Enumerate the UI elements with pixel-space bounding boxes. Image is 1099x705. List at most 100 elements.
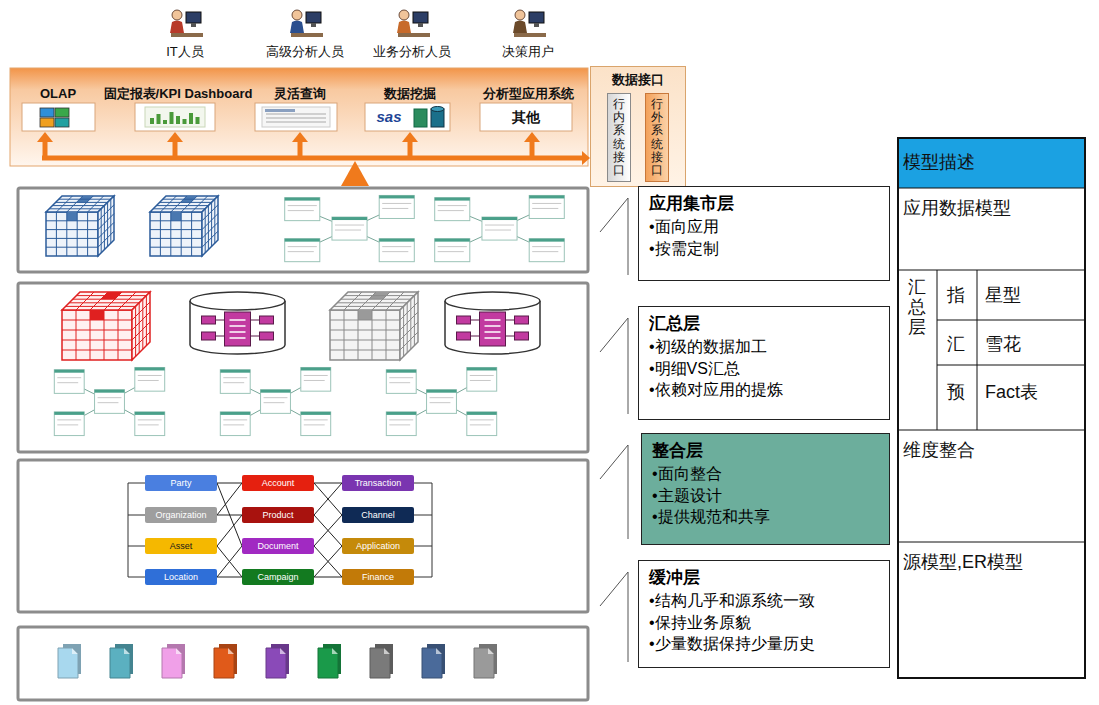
- user-icon: [513, 10, 546, 37]
- er-bracket: [432, 483, 433, 577]
- er-bracket: [128, 515, 146, 516]
- cylinder-item: [457, 316, 471, 324]
- app-title: 固定报表/KPI Dashboard: [83, 86, 273, 102]
- cylinder-item: [260, 332, 274, 340]
- schema-row: [382, 246, 411, 247]
- cube-grid: [344, 310, 345, 360]
- schema-table: [135, 367, 165, 391]
- schema-row: [288, 246, 317, 247]
- monitor-stand: [311, 23, 316, 27]
- relation-line: [314, 546, 342, 577]
- cube-side: [132, 292, 150, 360]
- schema-table: [301, 367, 331, 391]
- file-front: [162, 648, 182, 678]
- schema-row: [532, 246, 561, 247]
- label-box: 预: [947, 380, 975, 404]
- app-frame: [255, 103, 337, 131]
- file-front: [266, 648, 286, 678]
- flow-arrowhead: [582, 151, 590, 165]
- schema-row: [335, 230, 361, 231]
- schema-row: [57, 419, 81, 420]
- cube-grid: [330, 340, 400, 341]
- cube-grid: [139, 303, 140, 353]
- schema-row: [532, 251, 558, 252]
- table-cell: 雪花: [985, 332, 1081, 356]
- desk: [514, 33, 546, 37]
- cube-grid: [90, 292, 108, 310]
- cube-grid: [400, 322, 418, 340]
- schema-table: [332, 217, 367, 240]
- er-bracket: [413, 577, 432, 578]
- monitor: [413, 12, 428, 23]
- cylinder-link: [471, 336, 480, 337]
- layer-title: 应用集市层: [649, 193, 879, 216]
- source-file-icon: [58, 644, 81, 678]
- app-body: 其他: [480, 103, 572, 131]
- entity-box: Party: [145, 475, 217, 491]
- cube-grid: [118, 310, 119, 360]
- schema-row: [470, 424, 491, 425]
- er-bracket: [128, 546, 146, 547]
- relation-line: [314, 577, 342, 578]
- app-title: 数据挖掘: [315, 86, 505, 102]
- schema-row: [389, 419, 413, 420]
- source-file-icon: [110, 644, 133, 678]
- app-body: sas: [369, 103, 409, 131]
- cube-grid: [156, 205, 208, 206]
- label-box: 业务分析人员: [352, 43, 472, 61]
- cylinder-core-line: [485, 331, 501, 333]
- monitor-stand: [191, 23, 196, 27]
- table-rule: [898, 270, 1085, 271]
- schema-row: [470, 419, 494, 420]
- olap-icon: [55, 118, 69, 127]
- cube-grid: [76, 310, 77, 360]
- source-file-icon: [318, 644, 341, 678]
- entity-name: Campaign: [245, 571, 311, 583]
- cube-grid: [160, 202, 212, 203]
- entity-box: Campaign: [242, 569, 314, 585]
- role-label: 决策用户: [468, 43, 588, 61]
- interface-label: 数据接口: [591, 71, 685, 89]
- cube-grid: [372, 292, 390, 310]
- relation-line: [314, 515, 342, 546]
- dashboard-bar: [150, 118, 154, 124]
- person-head: [515, 10, 525, 20]
- cube-grid: [56, 212, 57, 256]
- cylinder-core-line: [485, 319, 501, 321]
- schema-table: [135, 412, 165, 436]
- schema-table: [220, 370, 250, 394]
- layer-bullet: •依赖对应用的提炼: [649, 379, 879, 401]
- file-front: [214, 648, 234, 678]
- monitor-stand: [534, 23, 539, 27]
- schema-table-header: [467, 412, 497, 415]
- cube-cell: [358, 310, 372, 320]
- schema-row: [288, 205, 317, 206]
- schema-table-header: [529, 239, 564, 242]
- cube-grid: [214, 199, 215, 243]
- entity-box: Document: [242, 538, 314, 554]
- schema-table: [379, 195, 414, 218]
- cylinder-core: [225, 312, 251, 346]
- person-head: [172, 10, 182, 20]
- cube-grid: [56, 202, 108, 203]
- cube-grid: [403, 306, 404, 356]
- cylinder-item: [457, 332, 471, 340]
- entity-box: Product: [242, 507, 314, 523]
- schema-table: [95, 390, 125, 414]
- layer-band: [18, 283, 588, 452]
- label-box: 星型: [985, 283, 1081, 307]
- person-body: [170, 21, 184, 34]
- schema-table-header: [467, 367, 497, 370]
- cylinder-core-line: [485, 325, 501, 327]
- schema-table: [285, 239, 320, 262]
- source-file-icon: [266, 644, 289, 678]
- cube-grid: [211, 202, 212, 246]
- layer-bullet: •面向整合: [652, 463, 879, 485]
- schema-row: [470, 375, 494, 376]
- er-bracket: [413, 546, 432, 547]
- file-fold: [228, 648, 234, 654]
- schema-row: [532, 203, 561, 204]
- report-line: [266, 118, 326, 119]
- table-rule: [937, 320, 1085, 321]
